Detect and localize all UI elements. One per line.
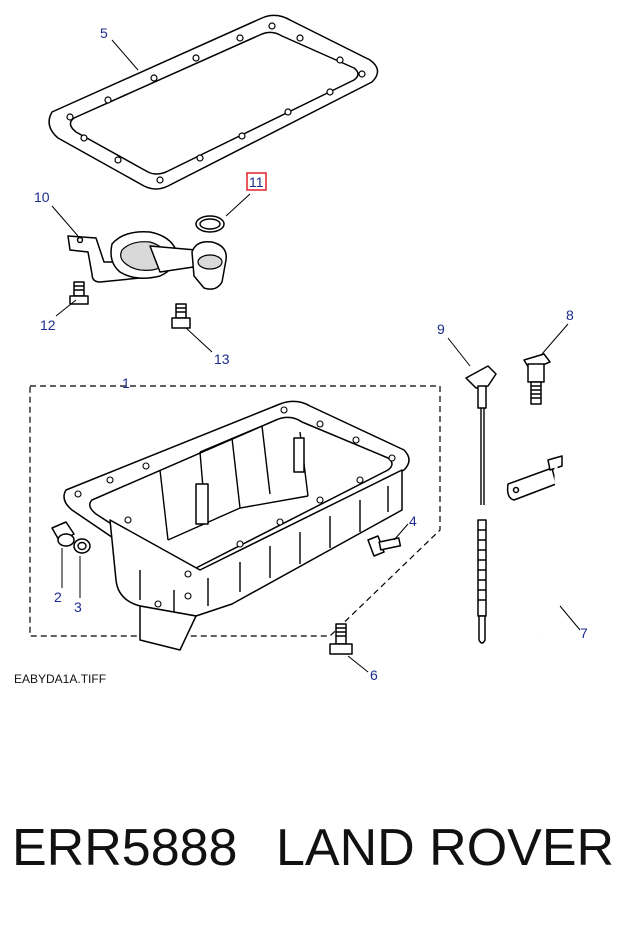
bolt-6	[329, 623, 353, 655]
part-number: ERR5888	[12, 819, 238, 877]
callout-5: 5	[100, 25, 108, 41]
callout-11-highlight-box	[246, 172, 267, 191]
bolt-4	[367, 535, 402, 557]
dipstick-tube	[506, 455, 585, 639]
callout-1: 1	[122, 375, 130, 391]
assembly-boundary	[29, 385, 441, 637]
bolt-13	[171, 303, 191, 329]
oil-pickup-strainer	[67, 231, 227, 290]
dipstick	[465, 365, 497, 644]
callout-2: 2	[54, 589, 62, 605]
callout-6: 6	[370, 667, 378, 683]
bolt-8	[523, 353, 551, 405]
drain-plug	[51, 521, 75, 547]
callout-13: 13	[214, 351, 230, 367]
callout-8: 8	[566, 307, 574, 323]
callout-3: 3	[74, 599, 82, 615]
callout-7: 7	[580, 625, 588, 641]
oil-pan-gasket	[48, 14, 379, 190]
diagram-filename: EABYDA1A.TIFF	[14, 672, 106, 686]
callout-9: 9	[437, 321, 445, 337]
callout-12: 12	[40, 317, 56, 333]
callout-11: 11	[249, 174, 264, 190]
exploded-parts-diagram: 5 11 10 12 13 9 8 1 4 2 3 7 6 EABYDA1A.T…	[14, 14, 588, 686]
footer	[0, 770, 620, 926]
bolt-12	[69, 281, 89, 305]
drain-plug-washer	[73, 538, 91, 554]
oil-pan	[63, 400, 410, 651]
brand-name: LAND ROVER	[276, 819, 615, 877]
callout-4: 4	[409, 513, 417, 529]
leader-lines	[51, 39, 581, 673]
callout-10: 10	[34, 189, 50, 205]
